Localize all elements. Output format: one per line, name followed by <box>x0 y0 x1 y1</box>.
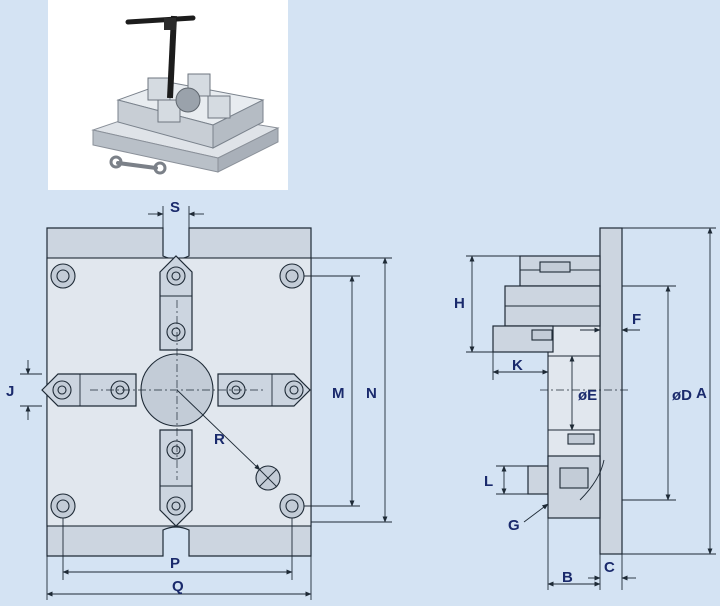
dim-label-K: K <box>512 357 523 374</box>
dim-label-P: P <box>170 555 180 572</box>
dim-label-S: S <box>170 199 180 216</box>
dim-label-E: øE <box>578 387 597 404</box>
side-jaw-upper <box>492 255 601 353</box>
side-base-plate <box>599 227 623 555</box>
dim-label-M: M <box>332 385 345 402</box>
dim-label-A: A <box>696 385 707 402</box>
jaw-top <box>159 255 193 351</box>
jaw-right <box>217 373 311 407</box>
top-view: S J M N R P Q <box>6 199 392 600</box>
jaw-bottom <box>159 429 193 527</box>
fixture-photo-illustration <box>91 15 280 175</box>
dim-label-H: H <box>454 295 465 312</box>
side-view: H K F øE øD A L G B C <box>454 227 716 590</box>
dim-label-Q: Q <box>172 578 184 595</box>
dim-label-G: G <box>508 517 520 534</box>
dim-label-D: øD <box>672 387 692 404</box>
corner-bolt-holes <box>50 263 305 519</box>
dim-label-J: J <box>6 383 14 400</box>
dim-label-F: F <box>632 311 641 328</box>
dim-label-B: B <box>562 569 573 586</box>
jaw-left <box>41 373 137 407</box>
product-photo <box>48 0 288 190</box>
dim-label-R: R <box>214 431 225 448</box>
side-jaw-lower <box>527 455 605 519</box>
dim-label-C: C <box>604 559 615 576</box>
dim-R-line <box>176 389 261 471</box>
dim-label-L: L <box>484 473 493 490</box>
dim-label-N: N <box>366 385 377 402</box>
